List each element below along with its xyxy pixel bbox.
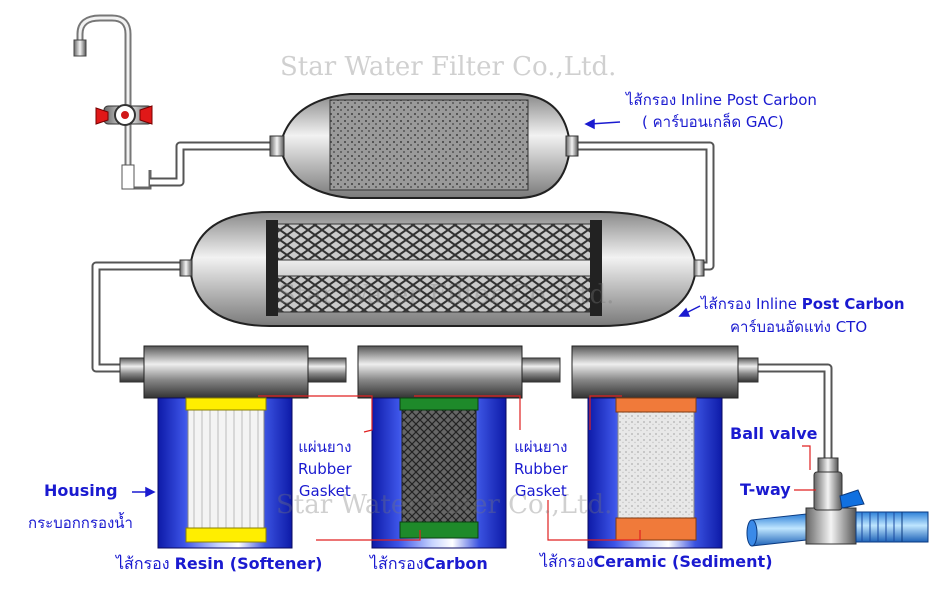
label-cto-bold: Post Carbon — [801, 295, 905, 313]
label-gasket-2: แผ่นยาง Rubber Gasket — [514, 436, 568, 502]
inline-cto-filter — [179, 211, 705, 327]
gasket-1-en1: Rubber — [298, 460, 352, 478]
label-resin-prefix: ไส้กรอง — [116, 554, 175, 573]
housing-1 — [157, 397, 293, 549]
label-ball-valve: Ball valve — [730, 424, 818, 443]
label-cto-line2: คาร์บอนอัดแท่ง CTO — [730, 318, 868, 336]
t-way-fitting — [746, 507, 929, 547]
gasket-2-en1: Rubber — [514, 460, 568, 478]
ball-valve-body — [813, 457, 865, 511]
gasket-2-en2: Gasket — [514, 482, 567, 500]
leader-lines — [132, 118, 701, 498]
label-carbon-prefix: ไส้กรอง — [370, 554, 424, 573]
label-cto-line1: ไส้กรอง Inline Post Carbon — [701, 292, 905, 316]
housing-heads — [119, 345, 759, 399]
watermark-top: Star Water Filter Co.,Ltd. — [280, 52, 617, 82]
label-t-way: T-way — [740, 480, 791, 499]
label-housing-en: Housing — [44, 481, 118, 500]
watermark-bottom: Star Water Filter Co.,Ltd. — [276, 490, 613, 520]
label-carbon: ไส้กรองCarbon — [370, 552, 488, 577]
label-gac-line1: ไส้กรอง Inline Post Carbon — [626, 91, 817, 109]
label-resin: ไส้กรอง Resin (Softener) — [116, 552, 322, 577]
label-housing-th: กระบอกกรองน้ำ — [28, 514, 133, 532]
gasket-2-th: แผ่นยาง — [514, 438, 568, 456]
label-resin-bold: Resin (Softener) — [174, 554, 323, 573]
label-ceramic-prefix: ไส้กรอง — [540, 552, 594, 571]
label-carbon-bold: Carbon — [423, 554, 488, 573]
gasket-1-en2: Gasket — [298, 482, 351, 500]
label-gac-line2: ( คาร์บอนเกล็ด GAC) — [642, 113, 784, 131]
inline-gac-filter — [269, 93, 579, 199]
red-leader-lines — [258, 395, 816, 541]
faucet — [73, 14, 153, 190]
label-ceramic: ไส้กรองCeramic (Sediment) — [540, 550, 773, 575]
label-ceramic-bold: Ceramic (Sediment) — [593, 552, 773, 571]
housing-3 — [587, 397, 723, 549]
housing-2 — [371, 397, 507, 549]
gasket-1-th: แผ่นยาง — [298, 438, 352, 456]
label-gasket-1: แผ่นยาง Rubber Gasket — [298, 436, 352, 502]
watermark-middle: Star Water Filter Co.,Ltd. — [278, 280, 615, 310]
label-cto-prefix: ไส้กรอง Inline — [701, 295, 802, 313]
